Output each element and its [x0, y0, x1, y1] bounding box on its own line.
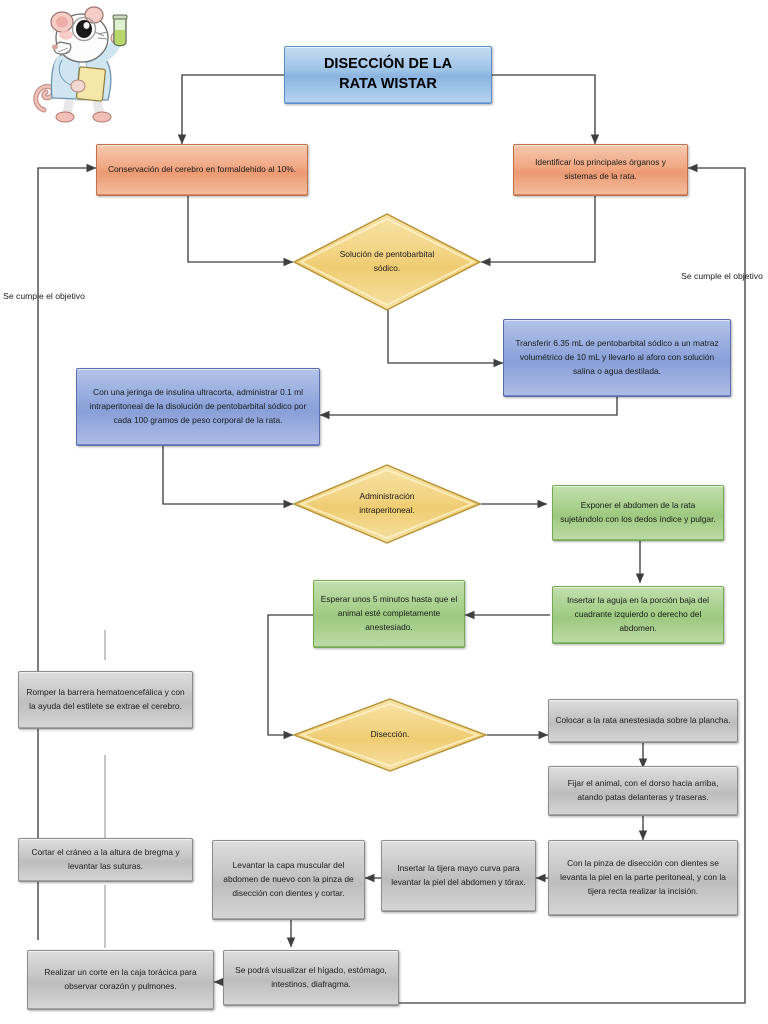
node-label: Romper la barrera hematoencefálica y con… — [26, 687, 185, 711]
node-diseccion[interactable]: Disección. — [293, 698, 487, 772]
node-jeringa-insulina[interactable]: Con una jeringa de insulina ultracorta, … — [76, 368, 320, 446]
node-label: Solución de pentobarbital sódico. — [339, 249, 435, 273]
node-label: Transferir 6.35 mL de pentobarbital sódi… — [515, 338, 719, 376]
node-esperar-5-minutos[interactable]: Esperar unos 5 minutos hasta que el anim… — [313, 580, 465, 648]
node-administracion-intraperitoneal[interactable]: Administración intraperitoneal. — [293, 464, 481, 544]
node-label: Fijar el animal, con el dorso hacia arri… — [567, 778, 719, 802]
node-label: Con una jeringa de insulina ultracorta, … — [89, 387, 307, 425]
node-fijar-animal[interactable]: Fijar el animal, con el dorso hacia arri… — [548, 766, 738, 816]
node-conservacion-cerebro[interactable]: Conservación del cerebro en formaldehido… — [96, 144, 308, 196]
node-label: Cortar el cráneo a la altura de bregma y… — [31, 847, 180, 871]
node-label: Insertar la tijera mayo curva para levan… — [391, 863, 526, 887]
node-corte-caja-toracica[interactable]: Realizar un corte en la caja torácica pa… — [27, 950, 214, 1010]
node-identificar-organos[interactable]: Identificar los principales órganos y si… — [513, 144, 688, 196]
node-title-diseccion-rata-wistar[interactable]: DISECCIÓN DE LA RATA WISTAR — [284, 46, 492, 104]
node-label: Se podrá visualizar el hígado, estómago,… — [235, 965, 387, 989]
node-colocar-rata[interactable]: Colocar a la rata anestesiada sobre la p… — [548, 699, 738, 743]
node-romper-barrera-hematoencefalica[interactable]: Romper la barrera hematoencefálica y con… — [18, 671, 193, 729]
node-pinza-diseccion[interactable]: Con la pinza de disección con dientes se… — [548, 840, 738, 916]
node-tijera-mayo[interactable]: Insertar la tijera mayo curva para levan… — [381, 840, 536, 912]
lab-rat-scientist-icon — [33, 6, 128, 123]
node-label: Conservación del cerebro en formaldehido… — [107, 164, 297, 175]
title-line-2: RATA WISTAR — [339, 76, 437, 92]
node-label: Esperar unos 5 minutos hasta que el anim… — [320, 594, 458, 632]
node-label: Realizar un corte en la caja torácica pa… — [44, 967, 197, 991]
node-cortar-craneo[interactable]: Cortar el cráneo a la altura de bregma y… — [18, 838, 193, 882]
node-label: Disección. — [370, 729, 410, 740]
node-label: Levantar la capa muscular del abdomen de… — [223, 860, 354, 898]
node-label: Colocar a la rata anestesiada sobre la p… — [555, 715, 731, 726]
node-insertar-aguja[interactable]: Insertar la aguja en la porción baja del… — [552, 586, 724, 644]
label-text: Se cumple el objetivo — [3, 291, 85, 301]
title-line-1: DISECCIÓN DE LA — [323, 56, 453, 73]
label-text: Se cumple el objetivo — [681, 271, 763, 281]
node-label: Administración intraperitoneal. — [359, 491, 415, 515]
label-left-objective: Se cumple el objetivo — [2, 290, 86, 304]
node-label: Exponer el abdomen de la rata sujetándol… — [560, 500, 716, 524]
node-label: Identificar los principales órganos y si… — [535, 157, 666, 181]
node-label: Insertar la aguja en la porción baja del… — [566, 595, 709, 633]
node-exponer-abdomen[interactable]: Exponer el abdomen de la rata sujetándol… — [552, 485, 724, 541]
node-label: Con la pinza de disección con dientes se… — [560, 858, 726, 896]
node-solucion-pentobarbital[interactable]: Solución de pentobarbital sódico. — [293, 213, 481, 311]
node-levantar-capa-muscular[interactable]: Levantar la capa muscular del abdomen de… — [212, 840, 365, 920]
node-transferir-pentobarbital[interactable]: Transferir 6.35 mL de pentobarbital sódi… — [503, 319, 731, 397]
node-visualizar-organos[interactable]: Se podrá visualizar el hígado, estómago,… — [223, 950, 399, 1006]
label-right-objective: Se cumple el objetivo — [680, 270, 764, 284]
